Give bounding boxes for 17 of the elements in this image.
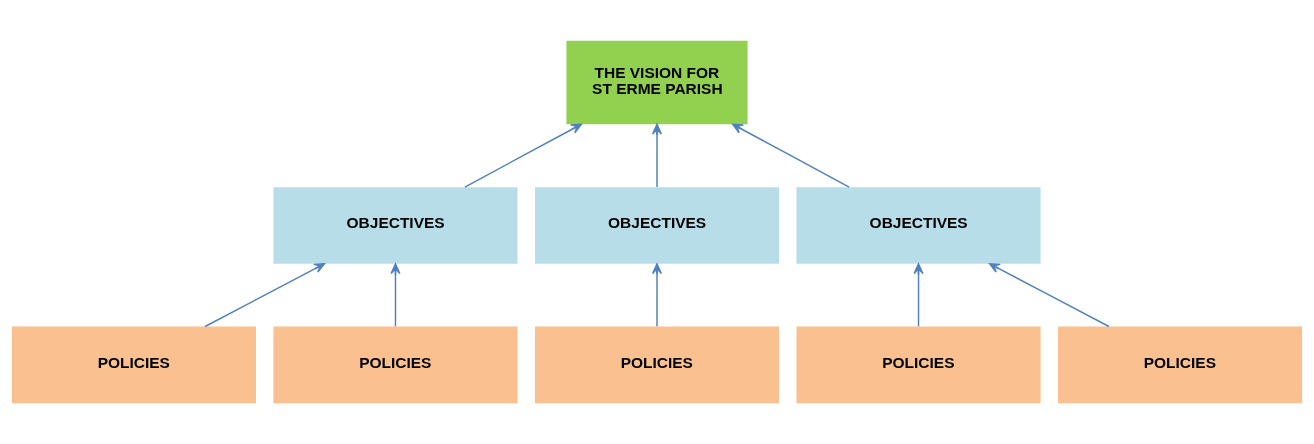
arrow [204,263,326,328]
node-box: OBJECTIVES [273,187,518,264]
arrow [390,263,401,328]
node-box: POLICIES [1058,326,1303,404]
node-box: POLICIES [796,326,1041,404]
arrow [913,263,924,328]
arrow [988,263,1110,328]
arrow [731,123,850,188]
node-box: OBJECTIVES [534,187,780,264]
node-box: POLICIES [534,326,780,404]
arrow [651,263,663,328]
node-box: POLICIES [11,326,256,404]
node-box: OBJECTIVES [796,187,1041,264]
node-box: THE VISION FOR ST ERME PARISH [566,40,748,125]
arrow [464,123,583,188]
node-box: POLICIES [273,326,518,404]
arrow [651,123,663,188]
